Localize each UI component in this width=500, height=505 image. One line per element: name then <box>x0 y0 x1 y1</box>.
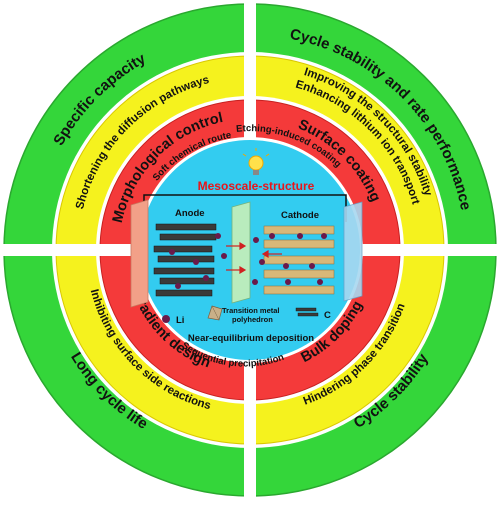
legend-tm-label-1: Transition metal <box>222 306 280 315</box>
lithium-ion-icon <box>162 315 170 323</box>
legend-c-label: C <box>324 310 331 321</box>
anode-current-collector <box>130 199 149 308</box>
divider-bottom <box>244 360 256 500</box>
divider-right <box>360 244 500 256</box>
core-method-near-equilibrium-deposition: Near-equilibrium deposition <box>188 333 314 344</box>
cathode-label: Cathode <box>281 210 319 221</box>
core-title: Mesoscale-structure <box>198 179 315 193</box>
lithium-ions <box>169 233 327 289</box>
legend-li-label: Li <box>176 315 184 326</box>
anode-label: Anode <box>175 208 205 219</box>
ion-flow-arrows <box>226 241 282 275</box>
cathode-current-collector <box>343 201 363 302</box>
transition-metal-polyhedron-icon <box>207 305 223 321</box>
cathode-layered-structure <box>263 225 335 295</box>
anode-graphite-layers <box>153 223 217 297</box>
divider-left <box>0 244 140 256</box>
legend-tm-label-2: polyhedron <box>232 315 273 324</box>
divider-top <box>244 0 256 140</box>
carbon-layer-icon <box>295 307 319 317</box>
separator <box>231 201 251 304</box>
lightbulb-icon <box>242 148 270 175</box>
